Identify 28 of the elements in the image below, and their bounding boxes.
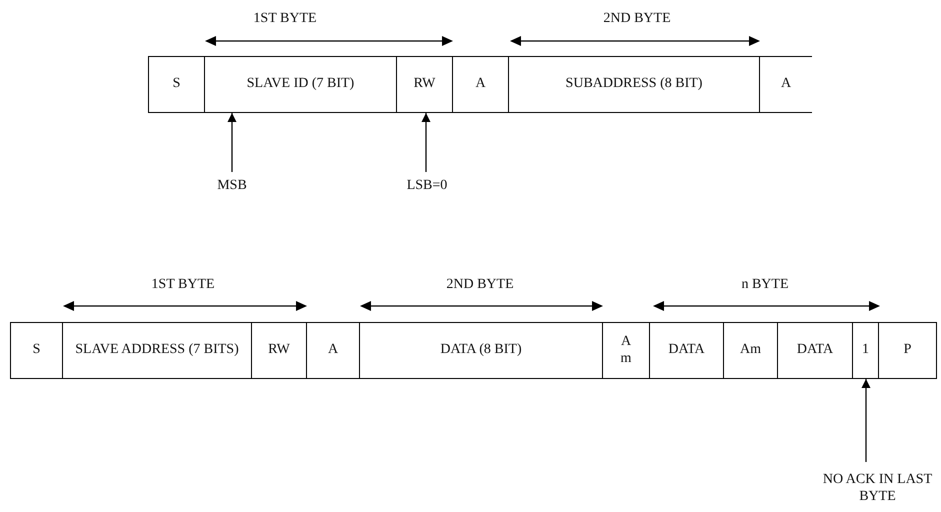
frame-field: A m bbox=[603, 322, 650, 379]
frame-field: P bbox=[879, 322, 937, 379]
pointer-arrow bbox=[422, 113, 430, 172]
frame-field: DATA (8 BIT) bbox=[360, 322, 603, 379]
frame-field: RW bbox=[252, 322, 307, 379]
frame-field: DATA bbox=[778, 322, 853, 379]
frame-field: SLAVE ID (7 BIT) bbox=[205, 56, 397, 113]
annotation-text: NO ACK IN LAST BYTE bbox=[814, 466, 941, 512]
byte-label: 1ST BYTE bbox=[253, 11, 317, 27]
annotation-text: LSB=0 bbox=[396, 176, 458, 196]
annotation-text: MSB bbox=[200, 176, 264, 196]
frame-field: SUBADDRESS (8 BIT) bbox=[508, 56, 760, 113]
pointer-arrow bbox=[862, 379, 870, 462]
byte-label: n BYTE bbox=[741, 277, 789, 293]
frame-field: S bbox=[10, 322, 63, 379]
byte-label: 2ND BYTE bbox=[603, 11, 671, 27]
frame-field: RW bbox=[397, 56, 453, 113]
byte-label: 1ST BYTE bbox=[151, 277, 215, 293]
pointer-arrow bbox=[228, 113, 236, 172]
frame-field: A bbox=[307, 322, 360, 379]
frame-field: DATA bbox=[650, 322, 724, 379]
frame-field: Am bbox=[724, 322, 778, 379]
frame-field: A bbox=[760, 56, 812, 113]
frame-field: 1 bbox=[853, 322, 879, 379]
frame-field: S bbox=[148, 56, 205, 113]
byte-label: 2ND BYTE bbox=[446, 277, 514, 293]
frame-field: A bbox=[453, 56, 508, 113]
frame-field: SLAVE ADDRESS (7 BITS) bbox=[63, 322, 252, 379]
